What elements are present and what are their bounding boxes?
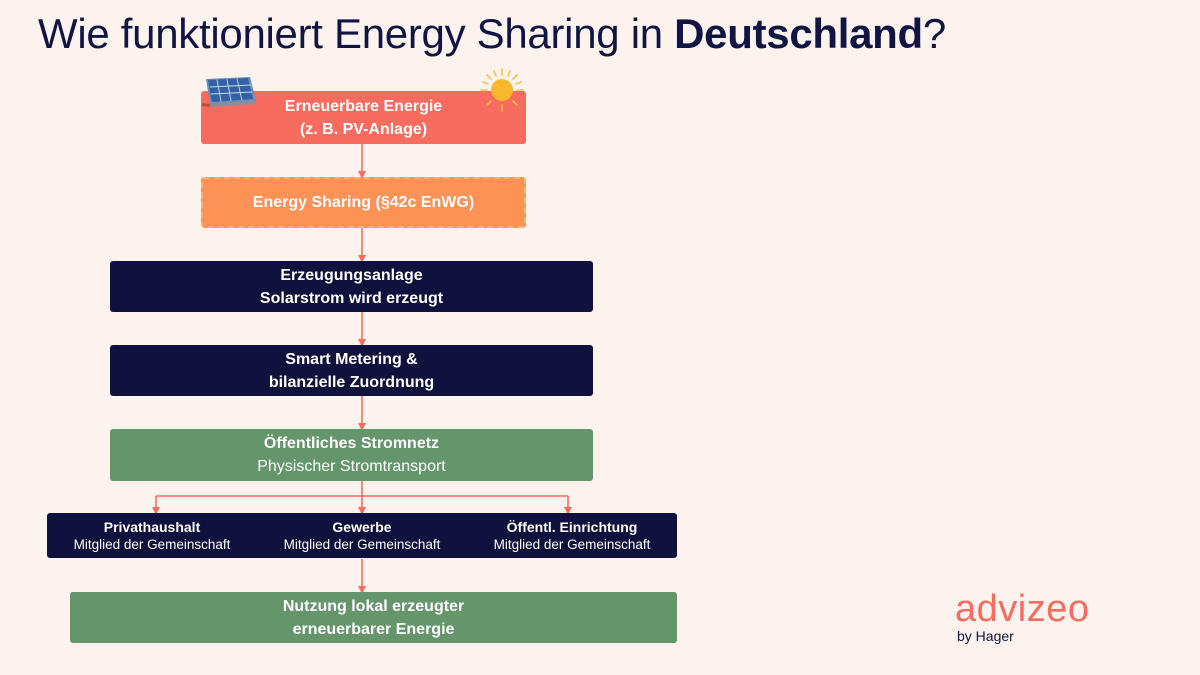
- node-usage-line2: erneuerbarer Energie: [292, 620, 455, 638]
- node-community-members: Privathaushalt Mitglied der Gemeinschaft…: [47, 513, 677, 558]
- node-energy-sharing: Energy Sharing (§42c EnWG): [201, 177, 526, 228]
- node-renewable-line2: (z. B. PV-Anlage): [299, 120, 428, 138]
- sun-icon: [480, 68, 524, 112]
- node-generation-line2: Solarstrom wird erzeugt: [259, 289, 444, 307]
- member-oeffentl-einrichtung: Öffentl. Einrichtung Mitglied der Gemein…: [467, 513, 677, 558]
- member-role: Mitglied der Gemeinschaft: [493, 536, 651, 552]
- advizeo-logo: advizeo by Hager: [955, 588, 1089, 644]
- node-usage-line1: Nutzung lokal erzeugter: [282, 597, 465, 615]
- logo-subline: by Hager: [957, 628, 1014, 644]
- title-bold: Deutschland: [674, 10, 923, 57]
- member-name: Gewerbe: [332, 518, 392, 535]
- member-role: Mitglied der Gemeinschaft: [73, 536, 231, 552]
- node-local-usage: Nutzung lokal erzeugter erneuerbarer Ene…: [70, 592, 677, 643]
- node-smart-metering: Smart Metering & bilanzielle Zuordnung: [110, 345, 593, 396]
- member-name: Öffentl. Einrichtung: [506, 518, 638, 535]
- member-role: Mitglied der Gemeinschaft: [283, 536, 441, 552]
- member-gewerbe: Gewerbe Mitglied der Gemeinschaft: [257, 513, 467, 558]
- page-title: Wie funktioniert Energy Sharing in Deuts…: [38, 10, 946, 58]
- solar-panel-icon: [202, 77, 256, 107]
- node-metering-line2: bilanzielle Zuordnung: [268, 373, 435, 391]
- node-renewable-line1: Erneuerbare Energie: [284, 97, 443, 115]
- node-sharing-line1: Energy Sharing (§42c EnWG): [252, 194, 475, 211]
- node-public-grid: Öffentliches Stromnetz Physischer Stromt…: [110, 429, 593, 481]
- title-prefix: Wie funktioniert Energy Sharing in: [38, 10, 675, 57]
- title-suffix: ?: [922, 10, 946, 57]
- member-name: Privathaushalt: [103, 518, 201, 535]
- node-metering-line1: Smart Metering &: [285, 350, 418, 368]
- node-grid-line1: Öffentliches Stromnetz: [263, 435, 440, 452]
- node-renewable-energy: Erneuerbare Energie (z. B. PV-Anlage): [201, 91, 526, 144]
- member-privathaushalt: Privathaushalt Mitglied der Gemeinschaft: [47, 513, 257, 558]
- node-generation-line1: Erzeugungsanlage: [280, 266, 423, 284]
- node-generation-plant: Erzeugungsanlage Solarstrom wird erzeugt: [110, 261, 593, 312]
- node-grid-line2: Physischer Stromtransport: [257, 458, 446, 475]
- logo-wordmark: advizeo: [955, 588, 1090, 630]
